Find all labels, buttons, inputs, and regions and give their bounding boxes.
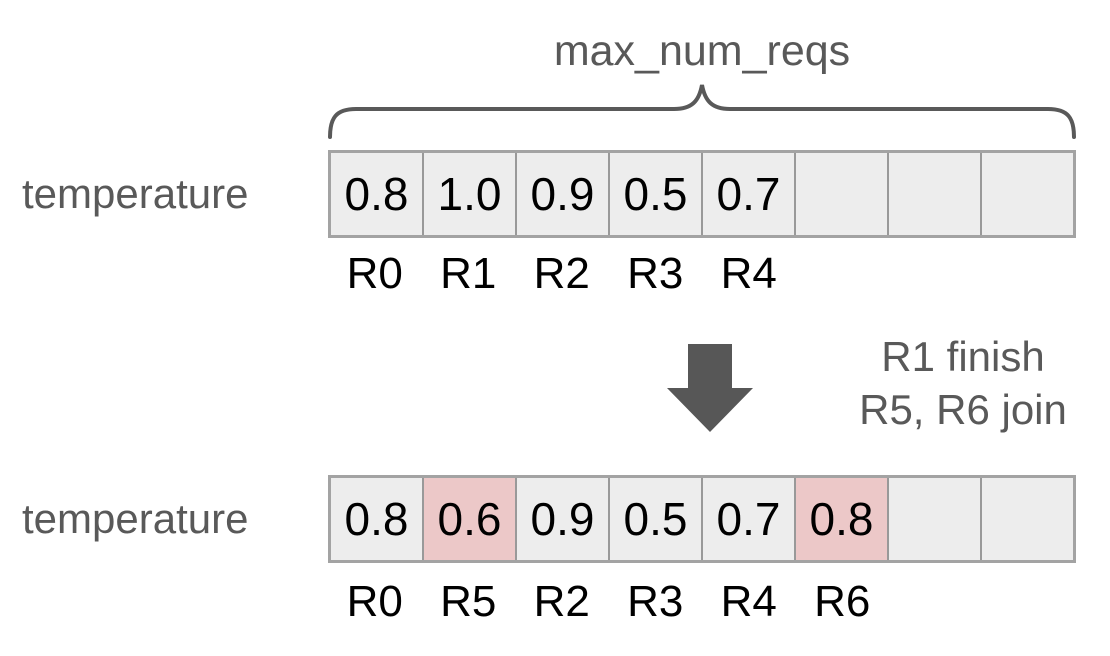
request-labels-after: R0 R5 R2 R3 R4 R6 — [328, 578, 1076, 626]
temperature-array-after: 0.8 0.6 0.9 0.5 0.7 0.8 — [328, 475, 1076, 563]
request-label: R4 — [720, 249, 777, 298]
array-cell: 0.9 — [515, 478, 608, 560]
transition-note-line2: R5, R6 join — [859, 386, 1067, 433]
request-label — [889, 250, 983, 298]
array-cell-highlighted: 0.8 — [794, 478, 887, 560]
request-label: R3 — [627, 577, 684, 626]
request-label — [889, 578, 983, 626]
request-label: R0 — [346, 577, 403, 626]
array-cell: 1.0 — [422, 153, 515, 235]
array-cell: 0.9 — [515, 153, 608, 235]
array-cell: 0.5 — [608, 478, 701, 560]
array-cell-empty — [887, 478, 980, 560]
request-label: R4 — [720, 577, 777, 626]
brace-icon — [328, 84, 1076, 139]
array-cell-empty — [794, 153, 887, 235]
request-label: R1 — [440, 249, 497, 298]
request-label: R5 — [440, 577, 497, 626]
request-label: R6 — [814, 577, 871, 626]
request-label: R0 — [346, 249, 403, 298]
temperature-array-before: 0.8 1.0 0.9 0.5 0.7 — [328, 150, 1076, 238]
array-cell-highlighted: 0.6 — [422, 478, 515, 560]
temperature-label-before: temperature — [22, 170, 249, 217]
array-cell: 0.8 — [331, 478, 422, 560]
request-label — [983, 578, 1077, 626]
temperature-label-after: temperature — [22, 495, 249, 542]
array-cell: 0.5 — [608, 153, 701, 235]
request-label — [796, 250, 890, 298]
max-num-reqs-label: max_num_reqs — [553, 27, 851, 75]
array-cell-empty — [980, 153, 1073, 235]
array-cell-empty — [980, 478, 1073, 560]
array-cell: 0.7 — [701, 478, 794, 560]
transition-note: R1 finish R5, R6 join — [838, 330, 1088, 436]
request-label — [983, 250, 1077, 298]
array-cell: 0.7 — [701, 153, 794, 235]
arrow-down-icon — [667, 344, 753, 432]
array-cell: 0.8 — [331, 153, 422, 235]
transition-note-line1: R1 finish — [881, 333, 1045, 380]
request-label: R2 — [533, 577, 590, 626]
array-cell-empty — [887, 153, 980, 235]
request-label: R2 — [533, 249, 590, 298]
request-label: R3 — [627, 249, 684, 298]
request-labels-before: R0 R1 R2 R3 R4 — [328, 250, 1076, 298]
